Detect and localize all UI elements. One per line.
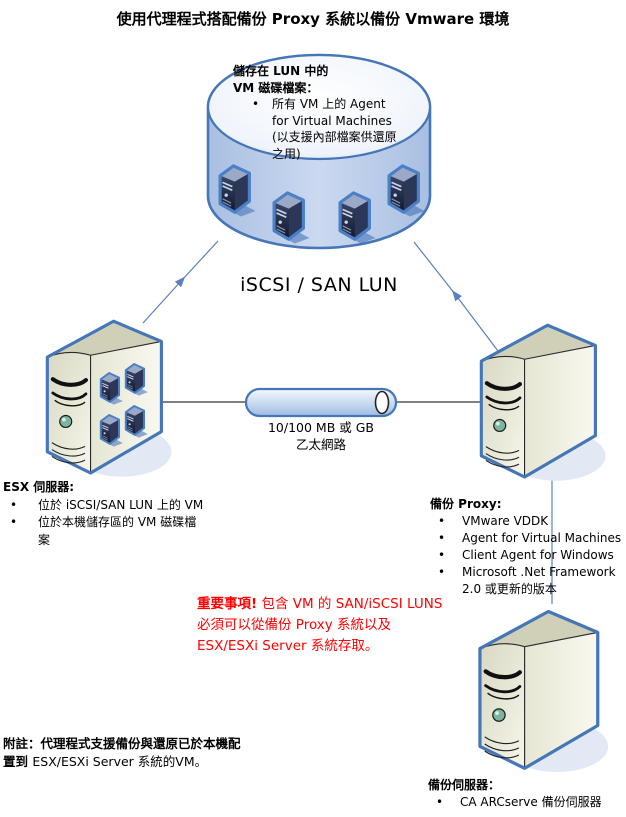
diagram-title: 使用代理程式搭配備份 Proxy 系統以備份 Vmware 環境	[116, 10, 510, 28]
bullet-icon: •	[10, 497, 18, 512]
important-label: 重要事項!	[197, 596, 258, 612]
esx-server-text-block: ESX 伺服器: • 位於 iSCSI/SAN LUN 上的 VM • 位於本機…	[3, 479, 208, 549]
esx-heading: ESX 伺服器:	[3, 480, 75, 494]
important-text: 包含 VM 的 SAN/iSCSI LUNS 必須可以從備份 Proxy 系統以…	[197, 596, 443, 654]
lun-heading-line2: VM 磁碟檔案：	[233, 80, 319, 95]
ethernet-label-line2: 乙太網路	[295, 437, 346, 452]
esx-bullet: • 位於 iSCSI/SAN LUN 上的 VM	[3, 497, 208, 515]
arrow-esx-to-lun	[142, 240, 219, 324]
lun-bullet: • 所有 VM 上的 Agent for Virtual Machines (以…	[233, 96, 405, 162]
proxy-server-icon	[481, 325, 605, 480]
lun-cylinder-icon	[206, 53, 432, 250]
proxy-bullet: • Agent for Virtual Machines	[430, 530, 626, 547]
bullet-icon: •	[438, 548, 446, 562]
backup-server-text-block: 備份伺服器： • CA ARCserve 備份伺服器	[428, 777, 626, 811]
ethernet-label-line1: 10/100 MB 或 GB	[267, 420, 375, 435]
bullet-icon: •	[438, 531, 446, 545]
proxy-bullet-text: VMware VDDK	[462, 514, 549, 528]
proxy-bullet-text: Microsoft .Net Framework 2.0 或更新的版本	[462, 565, 616, 596]
esx-server-icon	[47, 321, 171, 476]
bullet-icon: •	[438, 514, 446, 528]
proxy-bullet: • Microsoft .Net Framework 2.0 或更新的版本	[430, 564, 626, 598]
proxy-heading: 備份 Proxy:	[430, 497, 502, 511]
proxy-bullet: • Client Agent for Windows	[430, 547, 626, 564]
ethernet-pipe-icon	[244, 387, 398, 418]
important-note: 重要事項! 包含 VM 的 SAN/iSCSI LUNS 必須可以從備份 Pro…	[197, 594, 449, 657]
esx-bullet-text: 位於本機儲存區的 VM 磁碟檔案	[38, 515, 197, 547]
proxy-bullet: • VMware VDDK	[430, 513, 626, 530]
lun-text-block: 儲存在 LUN 中的 VM 磁碟檔案： • 所有 VM 上的 Agent for…	[233, 63, 405, 162]
bullet-icon: •	[252, 97, 260, 111]
backup-server-icon	[480, 612, 608, 773]
esx-bullet: • 位於本機儲存區的 VM 磁碟檔案	[3, 514, 208, 549]
lun-bullet-text: 所有 VM 上的 Agent for Virtual Machines (以支援…	[272, 97, 397, 161]
backup-server-bullet: • CA ARCserve 備份伺服器	[428, 794, 626, 811]
bullet-icon: •	[438, 565, 446, 579]
footnote-bold: 附註：代理程式支援備份與還原已於本機配置到	[3, 736, 241, 769]
backup-proxy-text-block: 備份 Proxy: • VMware VDDK • Agent for Virt…	[430, 496, 626, 598]
ethernet-label: 10/100 MB 或 GB 乙太網路	[221, 419, 421, 453]
arrow-proxy-to-lun	[413, 241, 499, 352]
backup-server-bullet-text: CA ARCserve 備份伺服器	[460, 795, 602, 809]
footnote-normal: ESX/ESXi Server 系統的VM。	[32, 753, 208, 769]
proxy-bullet-text: Client Agent for Windows	[462, 548, 614, 562]
lun-heading-line1: 儲存在 LUN 中的	[233, 64, 329, 78]
bullet-icon: •	[10, 515, 18, 529]
proxy-bullet-text: Agent for Virtual Machines	[462, 531, 622, 545]
backup-server-heading: 備份伺服器：	[428, 778, 501, 792]
iscsi-san-lun-label: iSCSI / SAN LUN	[240, 274, 398, 296]
footnote: 附註：代理程式支援備份與還原已於本機配置到 ESX/ESXi Server 系統…	[3, 735, 243, 770]
bullet-icon: •	[436, 795, 444, 809]
esx-bullet-text: 位於 iSCSI/SAN LUN 上的 VM	[38, 497, 204, 512]
